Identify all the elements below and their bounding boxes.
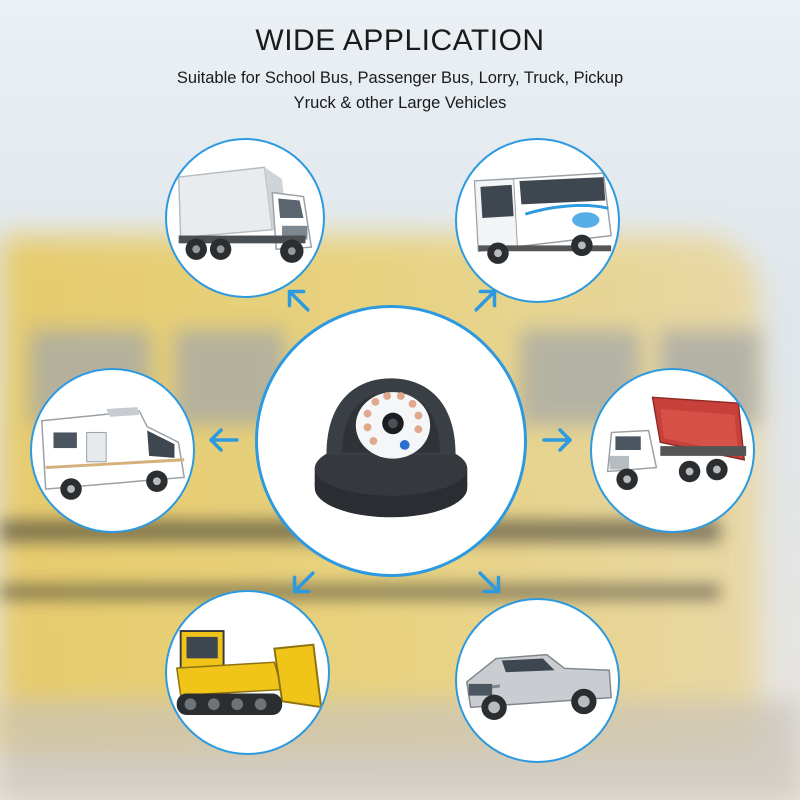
dump-truck-icon	[606, 396, 747, 491]
passenger-bus-icon	[473, 172, 612, 264]
circle-box-truck	[165, 138, 325, 298]
page-title: WIDE APPLICATION	[255, 24, 545, 57]
subtitle-line-2: Yruck & other Large Vehicles	[293, 94, 507, 112]
arrow-icon	[278, 558, 329, 609]
circle-dump-truck	[590, 368, 755, 533]
circle-passenger-bus	[455, 138, 620, 303]
circle-bulldozer	[165, 590, 330, 755]
circle-pickup-truck	[455, 598, 620, 763]
subtitle-line-1: Suitable for School Bus, Passenger Bus, …	[176, 69, 624, 87]
page-subtitle: Suitable for School Bus, Passenger Bus, …	[0, 66, 800, 116]
arrow-icon	[540, 422, 576, 458]
box-truck-icon	[177, 166, 313, 263]
arrow-icon	[461, 275, 512, 326]
arrow-icon	[205, 422, 241, 458]
motorhome-icon	[40, 407, 186, 500]
pickup-truck-icon	[465, 653, 612, 721]
circle-dome-camera	[255, 305, 527, 577]
circle-motorhome	[30, 368, 195, 533]
arrow-icon	[465, 558, 516, 609]
bulldozer-icon	[175, 630, 323, 715]
arrow-icon	[273, 275, 324, 326]
camera-icon	[314, 378, 468, 518]
